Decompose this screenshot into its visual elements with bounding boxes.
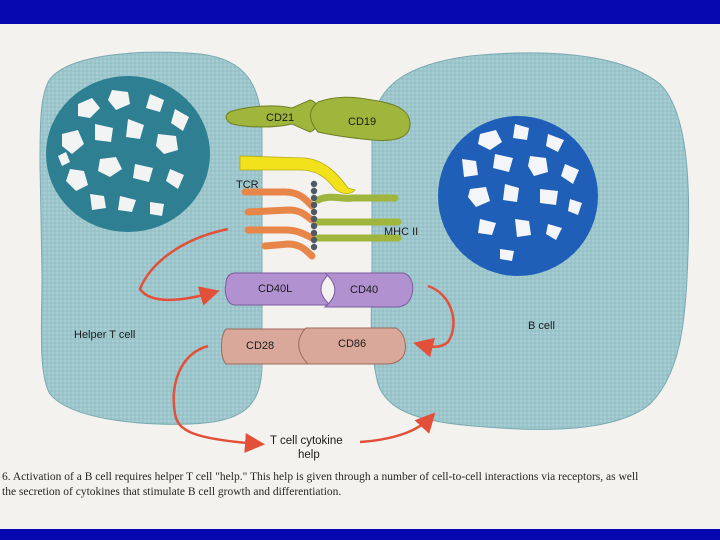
cd28-label: CD28 [246,340,274,352]
cd86-label: CD86 [338,338,366,350]
cd21-label: CD21 [266,112,294,124]
top-frame-bar [0,0,720,24]
arrow-cytokine-to-bcell [360,416,432,442]
tcr-label: TCR [236,179,259,191]
helper-t-cell-label: Helper T cell [74,329,135,341]
figure-page: CD21 CD19 TCR MHC II CD40L CD40 Helper T… [0,24,720,529]
cytokine-label-line1: T cell cytokine [270,435,343,447]
caption-line-1: 6. Activation of a B cell requires helpe… [2,470,718,485]
cd40l-label: CD40L [258,283,292,295]
caption-line-2: the secretion of cytokines that stimulat… [2,485,718,500]
b-cell-label: B cell [528,320,555,332]
cd40-label: CD40 [350,284,378,296]
b-cell-nucleus [438,116,598,276]
cytokine-label-line2: help [298,449,320,461]
mhc-ii-label: MHC II [384,226,418,238]
figure-caption: 6. Activation of a B cell requires helpe… [2,470,718,500]
cd19-label: CD19 [348,116,376,128]
bottom-frame-bar [0,529,720,540]
cell-interaction-diagram [0,24,720,529]
